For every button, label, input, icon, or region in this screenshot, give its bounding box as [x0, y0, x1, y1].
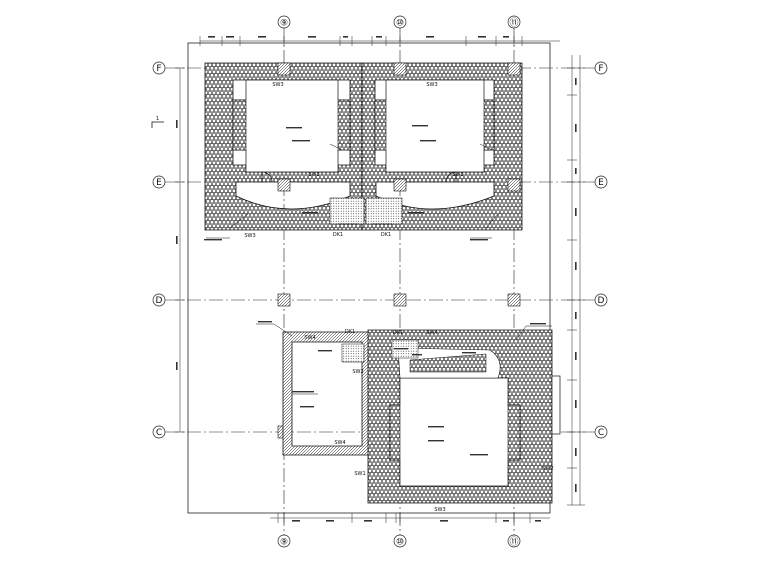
axis-left-F: F [156, 64, 161, 74]
tag-sw3-b: SW3 [426, 82, 437, 88]
lower-side-stones [389, 404, 521, 461]
tag-sw3-d: SW3 [452, 172, 463, 178]
axis-right-F: F [598, 64, 603, 74]
upper-side-stones [232, 99, 495, 151]
dimension-text-marks [176, 36, 577, 522]
tag-sw4-b: SW4 [426, 330, 437, 336]
tag-sw2-b: SW2 [542, 466, 553, 472]
tag-dk1-c: DK1 [345, 329, 355, 335]
right-dimension-chain [567, 55, 585, 506]
axis-bubbles [152, 15, 608, 548]
leader-lines [206, 143, 552, 395]
lower-stair [341, 343, 365, 363]
axis-left-C: C [156, 428, 162, 438]
lower-inner-room [389, 377, 521, 487]
section-mark: 1 [151, 116, 164, 128]
tag-sw1-a: SW1 [354, 471, 365, 477]
tag-sw3-a: SW3 [272, 82, 283, 88]
tag-sw2-a: SW2 [352, 369, 363, 375]
tag-sw3-c: SW3 [308, 172, 319, 178]
axis-right-D: D [598, 296, 605, 306]
axis-top-11: ⑪ [509, 18, 518, 29]
annotation-text-marks [204, 125, 546, 456]
axis-top-9: ⑨ [280, 19, 288, 29]
tag-sw3-e: SW3 [244, 233, 255, 239]
tag-dk1-b: DK1 [381, 232, 391, 238]
tag-sw4-c: SW4 [334, 440, 345, 446]
lower-right-bump [551, 375, 561, 435]
axis-right-C: C [598, 428, 604, 438]
axis-left-D: D [156, 296, 163, 306]
tag-sw4-a: SW4 [304, 335, 315, 341]
upper-dotted-zones [329, 197, 403, 225]
axis-bottom-11: ⑪ [509, 537, 518, 548]
axis-left-E: E [156, 178, 162, 188]
axis-top-10: ⑩ [396, 19, 404, 29]
axis-bottom-10: ⑩ [396, 538, 404, 548]
tag-dk1-d: DK1 [393, 330, 403, 336]
tag-sw3-f: SW3 [434, 507, 445, 513]
axis-right-E: E [598, 178, 604, 188]
upper-doors [261, 171, 457, 225]
plan-frame [187, 42, 551, 514]
room-tags: SW3 SW3 SW3 SW3 SW3 SW3 SW4 SW4 SW4 SW2 … [244, 82, 553, 513]
axis-bubble-labels: ⑨ ⑩ ⑪ ⑨ ⑩ ⑪ F E D C F E D C [156, 18, 605, 548]
axis-bottom-9: ⑨ [280, 538, 288, 548]
svg-text:1: 1 [156, 116, 159, 122]
tag-dk1-a: DK1 [333, 232, 343, 238]
